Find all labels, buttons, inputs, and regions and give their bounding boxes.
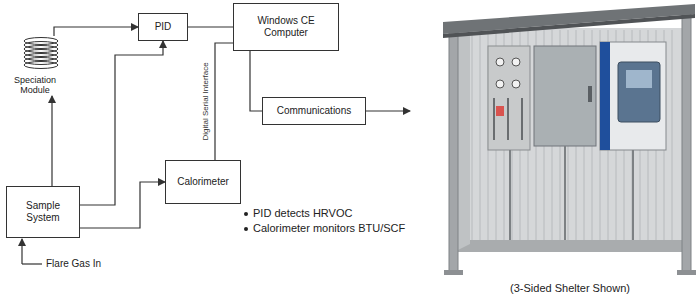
floor xyxy=(458,240,682,252)
process-box: Communications xyxy=(262,97,366,125)
flow-line xyxy=(250,51,262,111)
flow-line xyxy=(80,182,165,228)
bullet xyxy=(244,227,248,231)
note-text: PID detects HRVOC xyxy=(253,207,352,219)
analyzer-screen xyxy=(626,70,652,88)
module-symbol: Speciation Module xyxy=(1,36,69,96)
output-arrow xyxy=(366,110,410,111)
bullet xyxy=(244,212,248,216)
conduit xyxy=(564,146,566,240)
gauge xyxy=(512,58,520,66)
box-label: Communications xyxy=(274,105,354,117)
inlet-arrow xyxy=(21,239,22,264)
corrugation xyxy=(464,30,672,248)
shelter-photo xyxy=(443,4,696,275)
tubing xyxy=(493,98,495,140)
box-label: PID xyxy=(152,21,175,33)
handle xyxy=(588,86,592,102)
analyzer-stripe xyxy=(600,42,610,150)
gauge xyxy=(496,58,504,66)
edge-label: Digital Serial Interface xyxy=(202,61,211,141)
conduit xyxy=(509,150,511,240)
conduit xyxy=(632,150,634,240)
box-label: Sample System xyxy=(7,200,79,224)
process-box: Calorimeter xyxy=(165,160,241,204)
inlet-line xyxy=(22,263,42,264)
tubing xyxy=(507,98,509,140)
leg xyxy=(449,24,458,274)
caption: (3-Sided Shelter Shown) xyxy=(445,282,695,294)
valve xyxy=(496,106,504,116)
gauge xyxy=(496,80,504,88)
tubing xyxy=(521,98,523,140)
flow-line xyxy=(215,43,233,160)
flow-line xyxy=(80,41,163,205)
flow-line xyxy=(188,26,233,27)
sample-panel xyxy=(488,46,530,150)
leg xyxy=(682,12,691,274)
analyzer-window xyxy=(618,62,660,122)
foot xyxy=(444,270,463,275)
process-box: Windows CE Computer xyxy=(233,3,339,51)
roof-edge xyxy=(443,14,695,38)
coil-symbol xyxy=(1,36,67,70)
side-wall xyxy=(458,30,470,250)
flow-line xyxy=(51,96,52,186)
box-label: Windows CE Computer xyxy=(234,15,338,39)
box-label: Speciation Module xyxy=(1,76,69,96)
process-box: PID xyxy=(138,13,188,41)
inlet-label: Flare Gas In xyxy=(46,258,101,269)
note-text: Calorimeter monitors BTU/SCF xyxy=(253,222,405,234)
process-box: Sample System xyxy=(6,186,80,238)
back-wall xyxy=(458,28,682,250)
analyzer-cabinet xyxy=(600,42,666,150)
electrical-cabinet xyxy=(534,46,596,146)
gauge xyxy=(512,80,520,88)
box-label: Calorimeter xyxy=(174,176,232,188)
flow-line xyxy=(54,27,138,36)
foot xyxy=(677,270,696,275)
